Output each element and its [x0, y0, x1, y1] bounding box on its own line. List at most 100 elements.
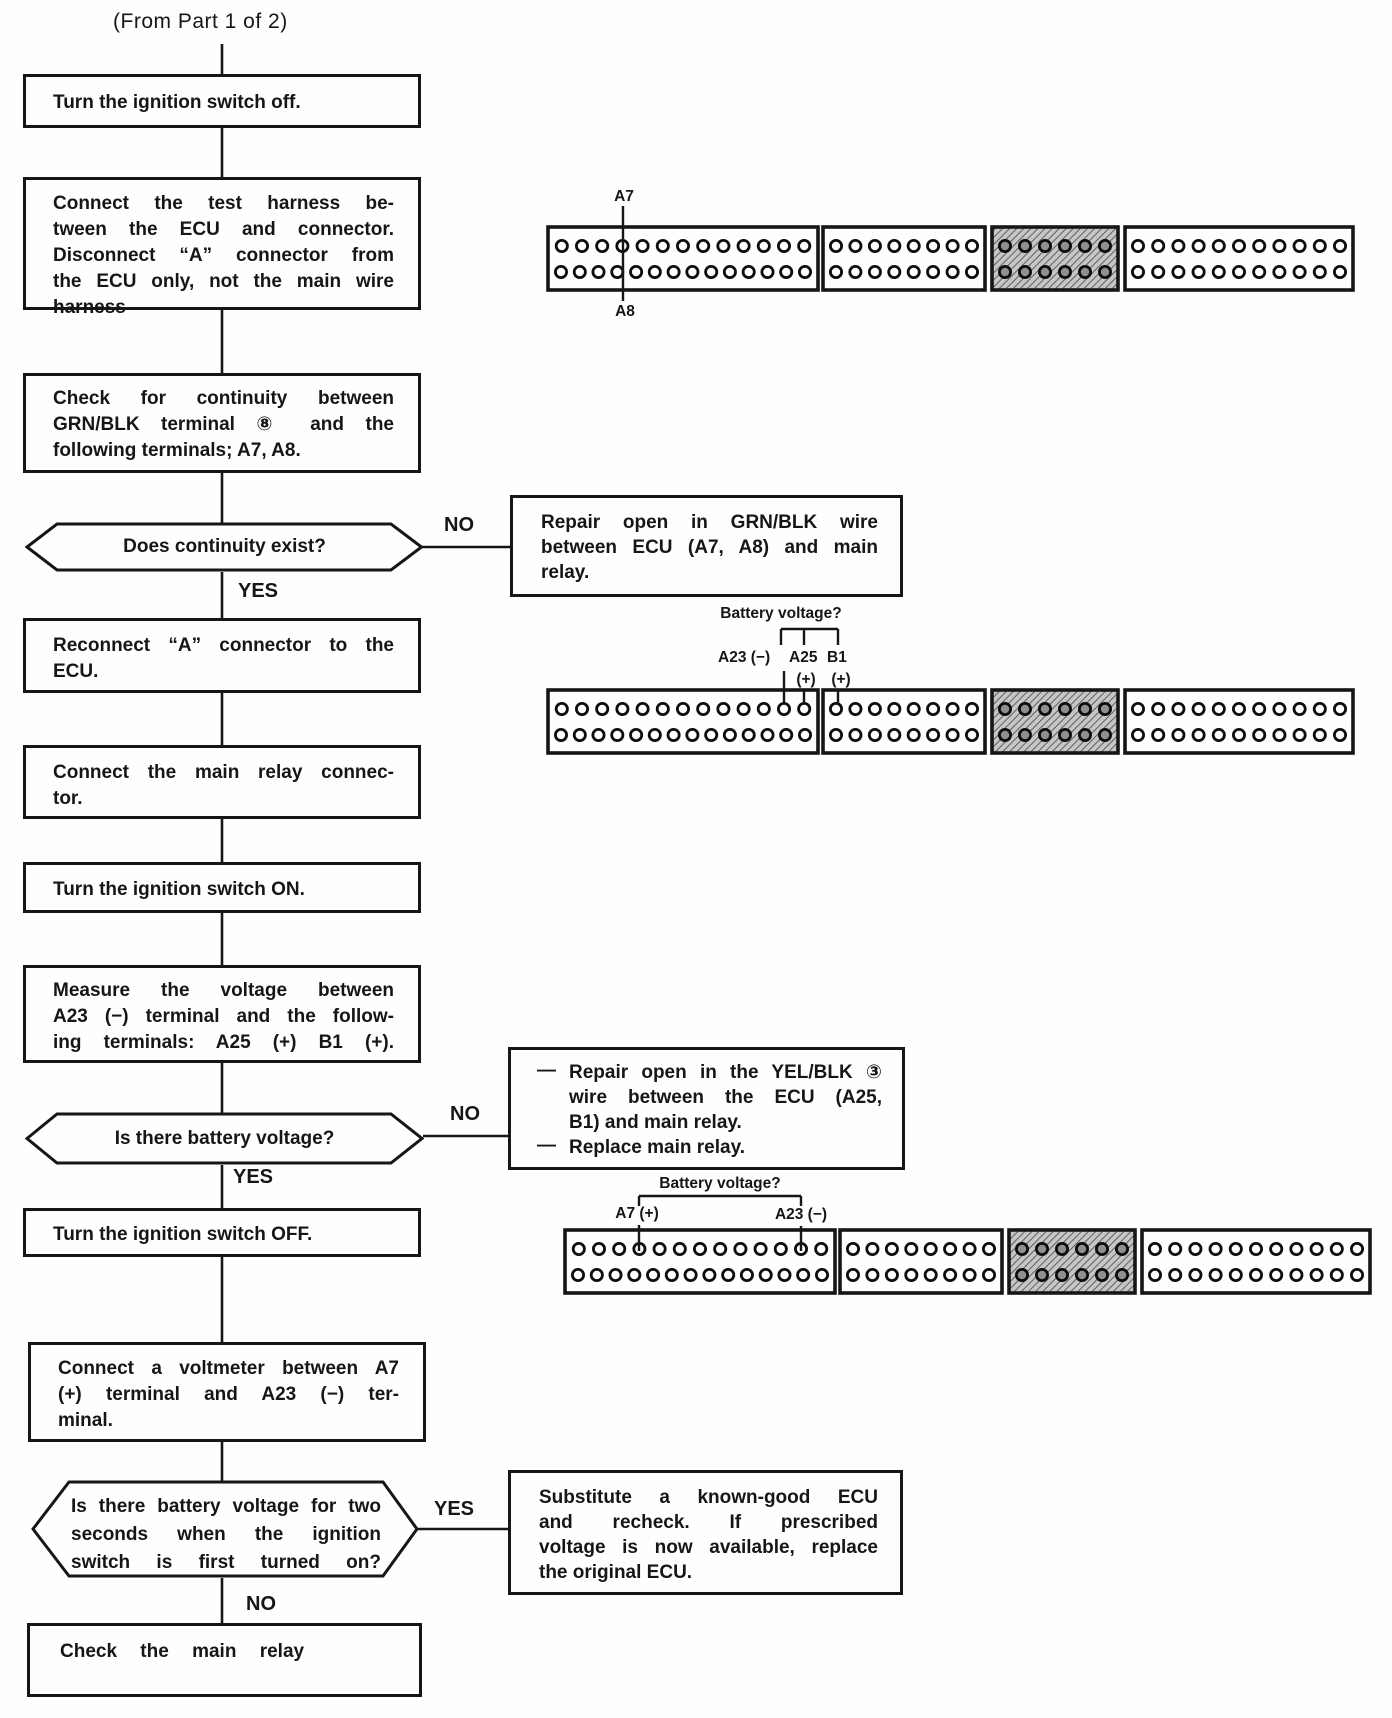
connector-pin	[1252, 728, 1267, 743]
connector-pin	[1191, 728, 1206, 743]
connector-pin	[739, 1268, 754, 1283]
connector-pin	[848, 238, 863, 253]
action-text: the original ECU.	[539, 1562, 693, 1583]
connector-pin	[589, 1268, 604, 1283]
connector-section-shaded	[990, 688, 1120, 755]
connector-pin	[1211, 702, 1226, 717]
connector-pin	[926, 728, 941, 743]
connector-pin	[647, 264, 662, 279]
connector-pin	[652, 1242, 667, 1257]
connector-pin	[693, 1242, 708, 1257]
connector-pin	[733, 1242, 748, 1257]
connector-pin	[1312, 702, 1327, 717]
connector-pin	[685, 264, 700, 279]
connector-pin	[1075, 1242, 1090, 1257]
connector-pin	[923, 1242, 938, 1257]
connector-pin	[655, 702, 670, 717]
connector-pin	[554, 264, 569, 279]
connector-pin	[1292, 728, 1307, 743]
yes-branch-label: YES	[233, 1166, 274, 1188]
connector-pin	[1232, 238, 1247, 253]
connector-pin	[1191, 238, 1206, 253]
step-text: Check the main relay	[60, 1641, 305, 1662]
action-text: between ECU (A7, A8) and main	[541, 537, 878, 558]
connector-pin	[923, 1268, 938, 1283]
connector-pin	[1333, 702, 1348, 717]
connector-pin	[867, 702, 882, 717]
connector-pin	[716, 238, 731, 253]
step-text: ing terminals: A25 (+) B1 (+).	[53, 1032, 394, 1053]
connector-pin	[1098, 264, 1113, 279]
connector-pin	[1312, 264, 1327, 279]
connector-pin	[943, 1242, 958, 1257]
connector-pin	[965, 264, 980, 279]
connector-pin	[1191, 264, 1206, 279]
pin-label: A23 (−)	[718, 649, 770, 666]
connector-pin	[1171, 728, 1186, 743]
connector-pin	[945, 702, 960, 717]
connector-pin	[1038, 702, 1053, 717]
connector-pin	[887, 264, 902, 279]
connector-pin	[591, 264, 606, 279]
connector-pin	[554, 702, 569, 717]
decision-question: Is there battery voltage for two seconds…	[71, 1496, 381, 1573]
step-reconnect-a-connector: Reconnect “A” connector to the ECU.	[23, 618, 421, 693]
connector-pin	[1098, 728, 1113, 743]
connector-pin	[773, 1242, 788, 1257]
hexagon-outline	[25, 1112, 424, 1165]
connector-pin	[1171, 238, 1186, 253]
connector-pin	[1095, 1268, 1110, 1283]
connector-pin	[779, 264, 794, 279]
decision-battery-voltage-two-seconds: Is there battery voltage for two seconds…	[31, 1480, 419, 1578]
connector-pin	[1058, 264, 1073, 279]
connector-pin	[1269, 1268, 1284, 1283]
connector-pin	[610, 264, 625, 279]
step-text: ECU.	[53, 661, 99, 682]
connector-pin	[777, 1268, 792, 1283]
connector-pin	[1211, 728, 1226, 743]
connector-pin	[848, 702, 863, 717]
connector-pin	[1148, 1268, 1163, 1283]
connector-pin	[1232, 728, 1247, 743]
connector-pin	[1131, 702, 1146, 717]
decision-question: Is there battery voltage?	[114, 1127, 335, 1149]
connector-pin	[683, 1268, 698, 1283]
connector-pin	[554, 728, 569, 743]
connector-pin	[685, 728, 700, 743]
connector-pin	[666, 264, 681, 279]
connector-pin	[965, 238, 980, 253]
yes-branch-label: YES	[434, 1498, 475, 1520]
connector-pin	[758, 1268, 773, 1283]
pin-label: B1	[827, 649, 847, 666]
connector-pin	[676, 238, 691, 253]
connector-pin	[867, 728, 882, 743]
action-repair-yel-blk-or-replace-relay: — Repair open in the YEL/BLK ③ wire betw…	[508, 1047, 905, 1170]
connector-pin	[610, 728, 625, 743]
connector-pin	[798, 264, 813, 279]
no-branch-label: NO	[444, 514, 474, 536]
action-text: and recheck. If prescribed	[539, 1512, 878, 1533]
connector-pin	[736, 238, 751, 253]
connector-pin	[846, 1268, 861, 1283]
connector-pin	[1035, 1268, 1050, 1283]
step-check-main-relay: Check the main relay	[27, 1623, 422, 1697]
connector-pin	[646, 1268, 661, 1283]
hexagon-outline	[31, 1480, 419, 1578]
connector-pin	[575, 702, 590, 717]
connector-pin	[741, 264, 756, 279]
connector-pin	[829, 238, 844, 253]
connector-pin	[629, 264, 644, 279]
connector-pin	[1168, 1242, 1183, 1257]
connector-pin	[998, 238, 1013, 253]
connector-pin	[998, 702, 1013, 717]
connector-pin	[647, 728, 662, 743]
connector-pin	[1232, 264, 1247, 279]
connector-pin	[1272, 264, 1287, 279]
connector-pin	[736, 702, 751, 717]
pin-label: A7 (+)	[615, 1205, 659, 1222]
connector-pin	[926, 264, 941, 279]
connector-pin	[1350, 1268, 1365, 1283]
connector-pin	[696, 702, 711, 717]
connector-section	[546, 688, 820, 755]
